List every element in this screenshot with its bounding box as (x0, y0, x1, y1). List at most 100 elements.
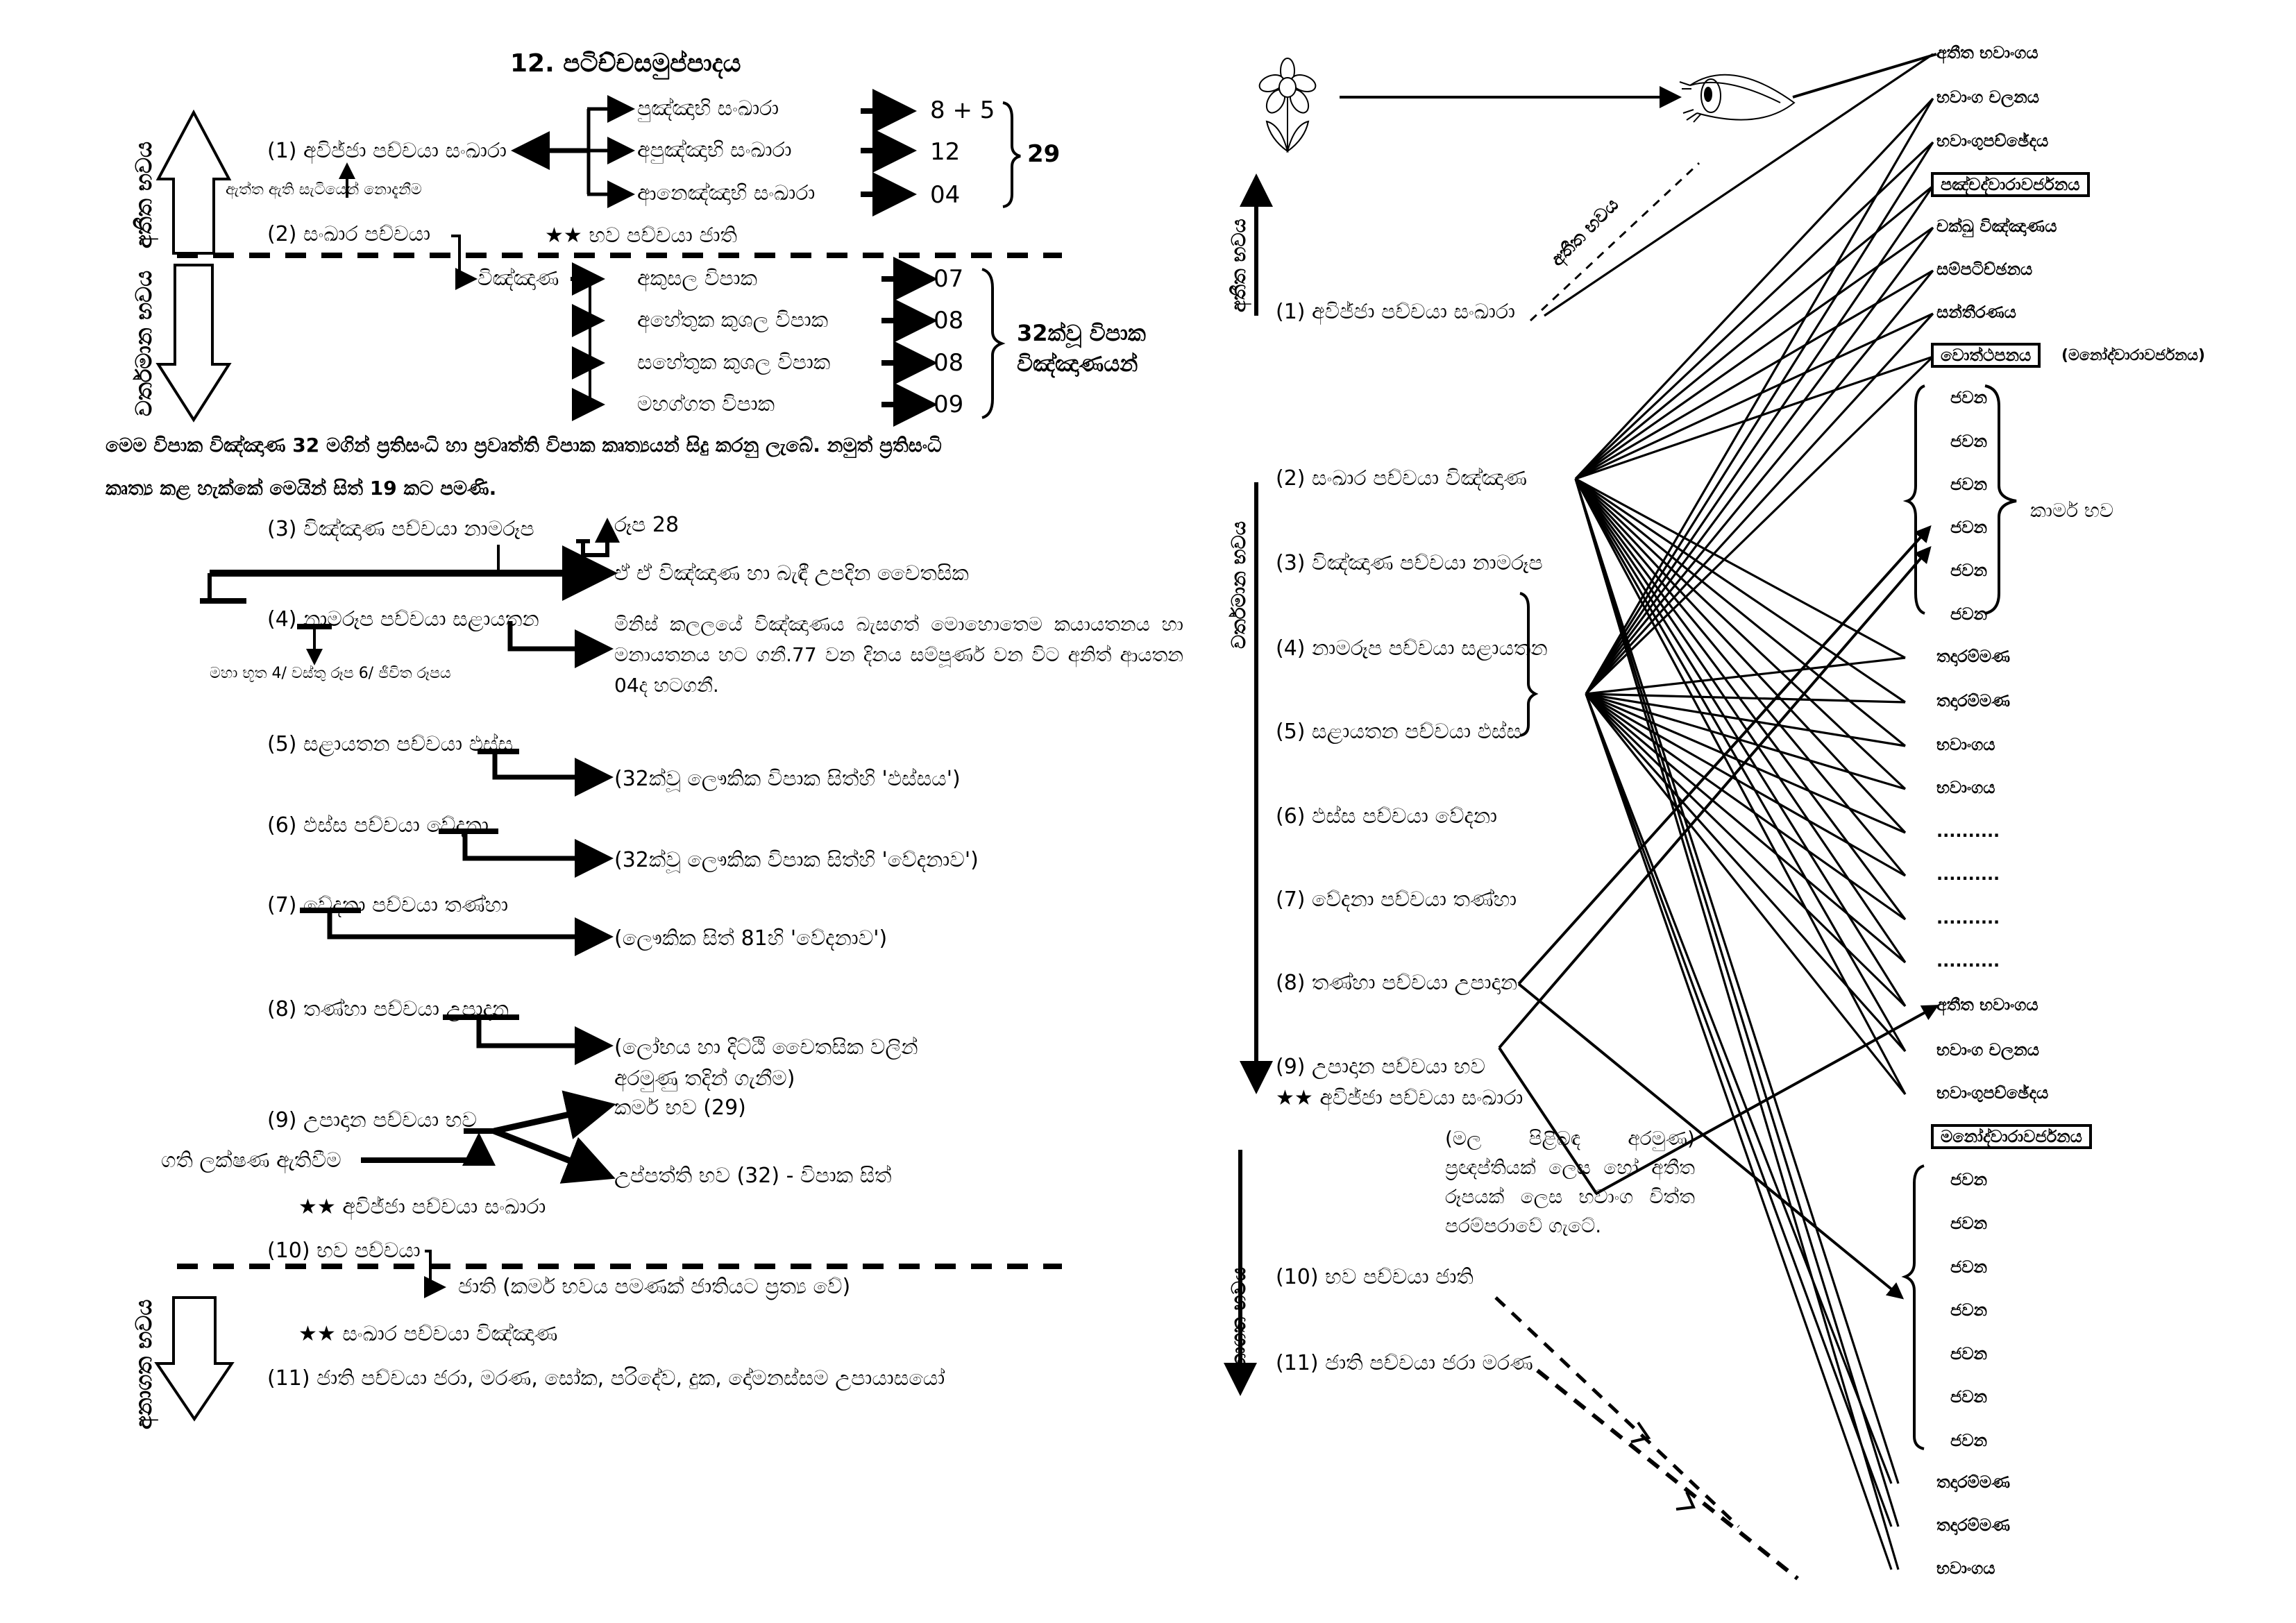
process-step: මනෝද්වාරාවර්ජනය (1931, 1124, 2092, 1149)
javana-step: ජවන (1950, 432, 1987, 451)
fan-line (1574, 478, 1907, 1095)
vipaka-total: 32ක්වූ විපාක විඤ්ඤාණයන් (1017, 320, 1146, 377)
karma-brace (1902, 384, 1925, 615)
link-6-note: (32ක්වූ ලෞකික විපාක සිත්හි 'වේදනාව') (614, 848, 979, 872)
process-step: තදාරම්මණ (1936, 1472, 2011, 1492)
vipaka-brace (981, 268, 1006, 419)
page-title: 12. පටිච්චසමුප්පාදය (510, 49, 741, 78)
right-present-period-label: වර්තමාන භවය (1227, 521, 1250, 649)
fan-line (1585, 692, 1906, 921)
process-step-aside: (මනෝද්වාරාවර්ජනය) (2061, 347, 2206, 364)
eye-icon (1679, 74, 1796, 123)
fan-line (1585, 142, 1934, 695)
right-link: (7) වේදනා පච්චයා තණ්හා (1276, 887, 1517, 912)
sankhara-type-count: 04 (930, 181, 961, 209)
vipaka-type-count: 08 (934, 349, 964, 377)
javana-step: ජවන (1950, 1300, 1987, 1320)
javana-step: ජවන (1950, 388, 1987, 407)
salayatana-brace (1519, 592, 1539, 737)
star-note-1: ★★ භව පච්චයා ජාති (545, 223, 738, 248)
fan-line (1574, 478, 1900, 1484)
right-link: (8) තණ්හා පච්චයා උපාදාන (1276, 971, 1518, 995)
process-step: .......... (1936, 822, 2000, 841)
process-step: සම්පටිච්ඡනය (1936, 260, 2033, 279)
paragraph-line-1: මෙම විපාක විඤ්ඤාණ 32 මගින් ප්‍රතිසංධි හා… (105, 434, 942, 457)
link-4-sub: මහා භූත 4/ වස්තු රූප 6/ ජීවිත රූපය (210, 665, 451, 682)
fan-line (1575, 269, 1934, 480)
process-step: පඤ්චද්වාරාවර්ජනය (1931, 172, 2090, 197)
gati-label: ගති ලක්ෂණ ඇතිවීම (161, 1148, 341, 1173)
paragraph-line-2: කෘත්‍ය කළ හැක්කේ මෙයින් සිත් 19 කට පමණි. (105, 477, 497, 500)
link-5: (5) සළායතන පච්චයා ඵස්ස (267, 732, 514, 756)
sankhara-type-label: පුඤ්ඤාභි සංඛාරා (637, 96, 779, 121)
vinnana-label: විඤ්ඤාණ (478, 266, 559, 291)
process-step: තදාරම්මණ (1936, 1515, 2011, 1535)
fan-line (1574, 141, 1934, 480)
fan-line (1585, 185, 1934, 695)
process-step: .......... (1936, 865, 2000, 884)
fan-line (1585, 693, 1907, 1095)
link-3: (3) විඤ්ඤාණ පච්චයා නාමරූප (267, 517, 534, 541)
link-6: (6) ඵස්ස පච්චයා වේදනා (267, 813, 489, 838)
javana-brace-2 (1901, 1164, 1925, 1450)
link-9-kamma: කර්ම භව (29) (614, 1096, 746, 1120)
fan-line (1574, 477, 1907, 747)
link-8-note-1: (ලෝභය හා දිට්ඨි චෛතසික වලින් (614, 1035, 918, 1060)
link-9: (9) උපාදාන පච්චයා භව (267, 1108, 477, 1132)
process-step: වොත්ථපනය (1931, 343, 2041, 368)
fan-line (1574, 97, 1934, 480)
fan-line (1574, 185, 1934, 480)
link-8-note-2: අරමුණු තදින් ගැනීම) (614, 1067, 795, 1091)
right-past-period-label: අතීත භවය (1227, 219, 1250, 312)
link-4-note: මිනිස් කලලයේ විඤ්ඤාණය බැසගත් මොහොතෙම කයා… (614, 613, 1183, 697)
process-step: අතීත භවාංගය (1936, 43, 2038, 62)
fan-line (1574, 477, 1907, 834)
process-step: සන්තීරණය (1936, 303, 2016, 322)
left-present-period-label: වර්තමාන භවය (130, 270, 157, 416)
sankhara-type-count: 12 (930, 138, 961, 166)
link-4: (4) නාමරූප පච්චයා සළායතන (267, 607, 539, 631)
process-step: තදාරම්මණ (1936, 691, 2011, 711)
process-step: භවාංගය (1936, 735, 1995, 754)
right-link: (5) සළායතන පච්චයා ඵස්ස (1276, 720, 1522, 744)
fan-line (1574, 478, 1907, 1007)
javana-step: ජවන (1950, 1257, 1987, 1277)
past-period-arrow (155, 109, 232, 255)
right-link: (4) නාමරූප පච්චයා සළායතන (1276, 636, 1548, 661)
process-step: තදාරම්මණ (1936, 647, 2011, 666)
link-9-upapatti: උප්පත්ති භව (32) - විපාක සිත් (614, 1164, 892, 1188)
fan-line (1574, 478, 1900, 1570)
right-link: ★★ අවිජ්ජා පච්චයා සංඛාරා (1276, 1086, 1523, 1110)
right-link: (2) සංඛාර පච්චයා විඤ්ඤාණ (1276, 466, 1528, 491)
vipaka-type-count: 07 (934, 265, 964, 293)
fan-line (1574, 478, 1907, 920)
fan-line (1585, 692, 1906, 790)
right-note: (මල පිළිබඳ අරමුණ) ප්‍රඥප්තියක් ලෙස හෝ අත… (1445, 1127, 1695, 1237)
process-step: .......... (1936, 908, 2000, 928)
fan-line (1575, 312, 1934, 480)
link-8: (8) තණ්හා පච්චයා උපාදාන (267, 997, 509, 1021)
vipaka-type-label: සහේතුක කුශල විපාක (637, 350, 831, 375)
sankhara-type-count: 8 + 5 (930, 96, 995, 124)
javana-step: ජවන (1950, 518, 1987, 537)
left-past-period-label: අතීත භවය (130, 141, 157, 248)
javana-step: ජවන (1950, 475, 1987, 494)
star-note-2: ★★ අවිජ්ජා පච්චයා සංඛාරා (298, 1195, 546, 1219)
javana-step: ජවන (1950, 1431, 1987, 1450)
jati-dashed-arrow (1494, 1296, 1740, 1528)
process-step: භවාංග චලනය (1936, 87, 2039, 107)
right-link: (11) ජාති පච්චයා ජරා මරණ (1276, 1351, 1533, 1375)
fan-line (1585, 692, 1906, 747)
fan-line (1575, 477, 1906, 659)
fan-line (1585, 692, 1906, 877)
link-3-rupa: රූප 28 (614, 513, 679, 537)
javana-step: ජවන (1950, 604, 1987, 624)
process-step: භවාංගුපච්ඡේදය (1936, 131, 2049, 151)
fan-line (1574, 478, 1907, 1052)
left-future-period-label: අනාගත භවය (130, 1299, 157, 1429)
vipaka-type-count: 08 (934, 307, 964, 334)
link-10: (10) භව පච්චයා (267, 1239, 421, 1263)
link-5-note: (32ක්වූ ලෞකික විපාක සිත්හි 'ඵස්සය') (614, 767, 961, 791)
process-step: අතීත භවාංගය (1936, 995, 2038, 1014)
